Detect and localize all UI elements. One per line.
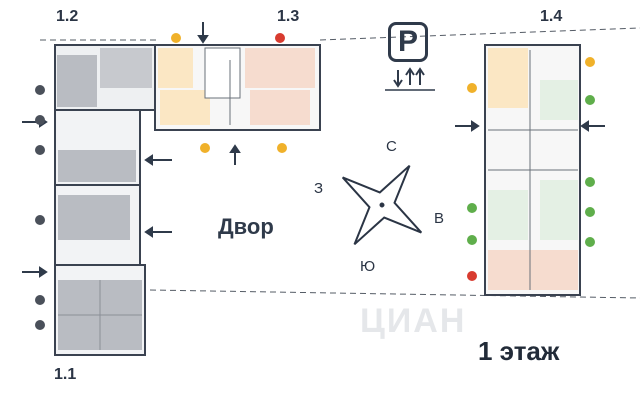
courtyard-label: Двор [218,214,274,239]
parking-sign-icon: P [388,22,428,62]
building-1-4 [484,44,581,296]
plot-boundary [40,27,640,299]
compass-east: В [434,210,445,227]
building-1-1-1-2 [54,44,156,356]
compass-north: С [386,138,397,155]
watermark-text: ЦИАН [360,302,467,340]
compass-south: Ю [360,258,376,275]
parking-arrows-icon [385,67,435,91]
parking-symbol: P [397,25,418,58]
building-label-1-1: 1.1 [54,366,77,383]
building-1-3 [154,44,321,131]
building-label-1-2: 1.2 [56,8,79,25]
compass-west: З [314,180,324,197]
building-label-1-4: 1.4 [540,8,563,25]
building-label-1-3: 1.3 [277,8,300,25]
apartment-badges [35,33,595,330]
floor-label: 1 этаж [478,336,560,366]
compass-rose-icon [341,164,423,246]
